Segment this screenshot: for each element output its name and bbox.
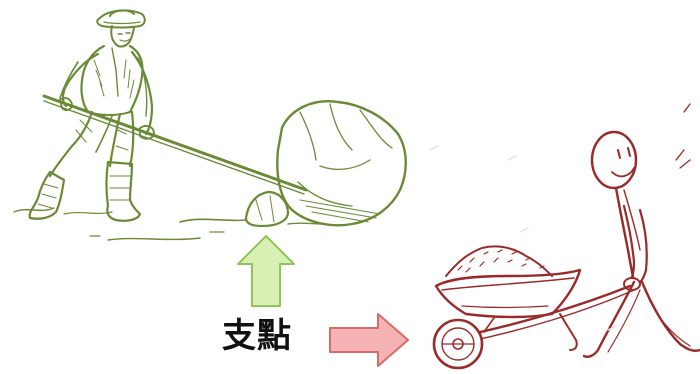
wheelbarrow-tray bbox=[434, 268, 582, 319]
stickman-pushing-wheelbarrow-illustration bbox=[432, 103, 700, 370]
arrow-up-icon bbox=[237, 235, 295, 307]
wheelbarrow-load bbox=[445, 245, 553, 277]
lever-bar bbox=[42, 94, 308, 195]
legs bbox=[48, 110, 135, 178]
stickman-legs bbox=[582, 280, 700, 358]
wheelbarrow-frame bbox=[460, 284, 635, 351]
arms bbox=[59, 50, 155, 140]
hat bbox=[96, 9, 146, 29]
motion-marks bbox=[675, 103, 691, 169]
stickman-head bbox=[590, 130, 638, 190]
arrow-right-icon bbox=[329, 313, 409, 367]
boulder bbox=[276, 100, 407, 227]
ground-lines bbox=[13, 207, 327, 241]
wheelbarrow-wheel bbox=[432, 318, 484, 370]
faint-watermark-marks bbox=[429, 145, 617, 331]
stickman-body bbox=[614, 186, 641, 284]
boots bbox=[28, 160, 142, 222]
head bbox=[110, 25, 135, 48]
torso bbox=[80, 44, 144, 116]
man-levering-boulder-illustration bbox=[13, 9, 407, 241]
fulcrum-label: 支點 bbox=[222, 316, 292, 356]
fulcrum-rock bbox=[244, 190, 290, 228]
